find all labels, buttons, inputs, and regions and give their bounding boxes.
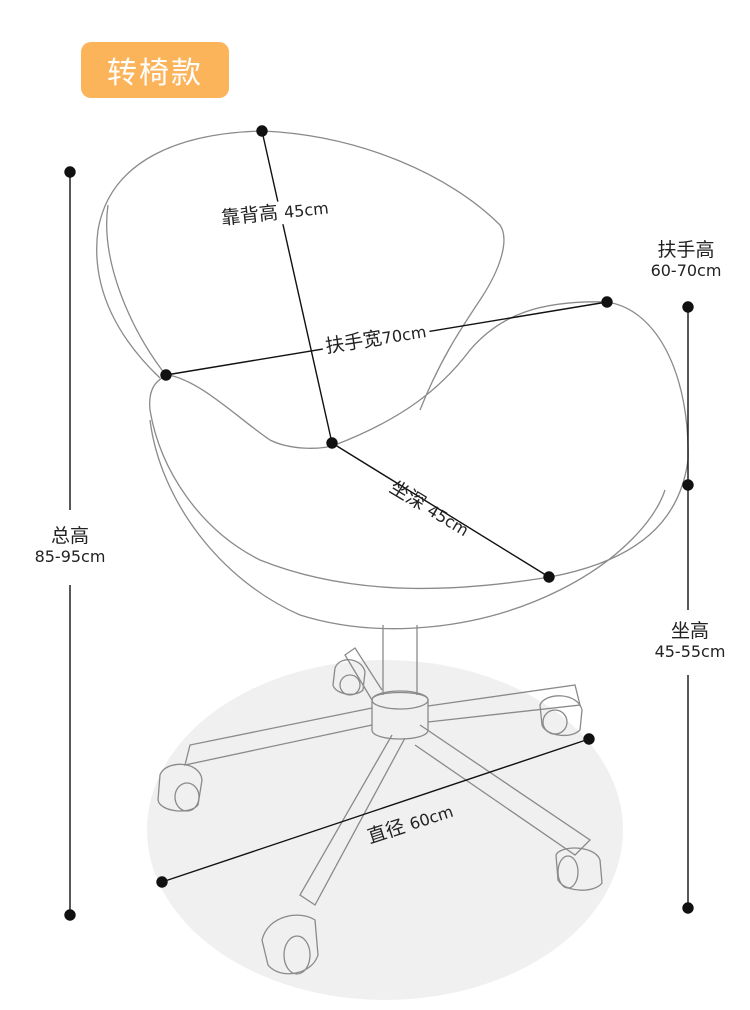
seat-depth-line xyxy=(331,442,550,578)
backrest-height-name: 靠背高 xyxy=(220,201,280,230)
backrest-height-line xyxy=(261,130,333,444)
dimension-dot xyxy=(601,296,613,308)
dimension-dot xyxy=(682,902,694,914)
total-height-name: 总高 xyxy=(50,525,89,547)
armrest-height-value: 60-70cm xyxy=(650,260,722,280)
armrest-height-label: 扶手高 60-70cm xyxy=(640,239,732,280)
base-leg xyxy=(299,734,406,906)
total-height-value: 85-95cm xyxy=(34,546,106,566)
dimension-dot xyxy=(583,733,595,745)
caster xyxy=(261,914,319,975)
dimension-dot xyxy=(64,166,76,178)
style-badge: 转椅款 xyxy=(81,42,229,98)
base-leg xyxy=(184,707,373,766)
caster xyxy=(539,695,583,737)
floor-shadow xyxy=(147,660,623,1000)
seat-outline xyxy=(149,301,689,590)
dimension-dot xyxy=(682,301,694,313)
caster xyxy=(555,847,603,891)
total-height-label: 总高 85-95cm xyxy=(20,525,120,566)
dimension-dot xyxy=(160,369,172,381)
backrest-height-value: 45cm xyxy=(283,198,330,222)
base-diameter-line xyxy=(161,738,590,883)
backrest-outline xyxy=(96,130,263,379)
base-leg xyxy=(414,724,592,856)
dimension-dot xyxy=(64,909,76,921)
chair-outline xyxy=(96,130,689,975)
seat-height-label: 坐高 45-55cm xyxy=(640,620,740,661)
armrest-height-name: 扶手高 xyxy=(657,239,715,261)
seat-height-value: 45-55cm xyxy=(654,641,726,661)
seat-height-name: 坐高 xyxy=(670,620,709,642)
dimension-dot xyxy=(543,571,555,583)
dimension-dot xyxy=(156,876,168,888)
gas-lift xyxy=(382,625,418,695)
base-leg xyxy=(427,684,581,723)
armrest-width-value: 70cm xyxy=(380,322,428,348)
dimension-dot xyxy=(256,125,268,137)
caster xyxy=(332,659,366,696)
base-leg xyxy=(344,647,383,701)
caster xyxy=(157,763,203,812)
